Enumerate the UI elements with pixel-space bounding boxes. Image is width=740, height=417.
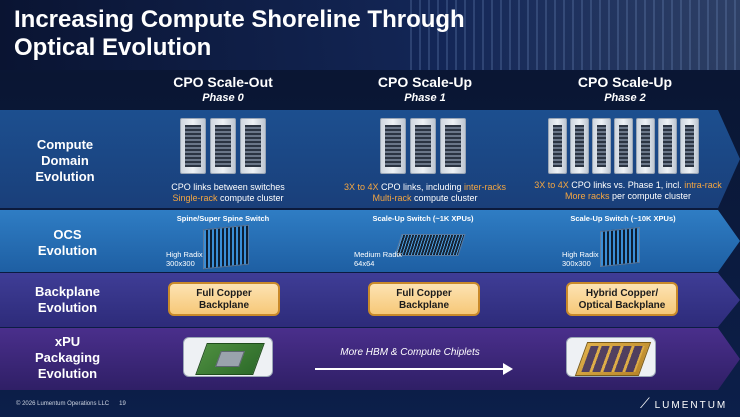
ocs-title-phase1: Scale-Up Switch (~1K XPUs) <box>372 214 474 223</box>
backplane-label: Hybrid Copper/ Optical Backplane <box>578 288 666 311</box>
desc-text: compute cluster <box>411 193 478 203</box>
desc-text: CPO links, including <box>378 182 465 192</box>
rack-icon <box>570 118 589 174</box>
desc-highlight: More racks <box>564 191 610 201</box>
backplane-box-phase1: Full Copper Backplane <box>368 282 480 316</box>
rack-icon <box>592 118 611 174</box>
header-background <box>0 0 740 70</box>
desc-text: CPO links vs. Phase 1, incl. <box>568 180 685 190</box>
rack-icon <box>240 118 266 174</box>
rack-group-phase1 <box>380 118 466 174</box>
column-title: CPO Scale-Up <box>577 74 673 90</box>
row-label-text: xPU Packaging Evolution <box>34 334 101 381</box>
logo-text: LUMENTUM <box>654 400 728 411</box>
desc-highlight: inter-racks <box>464 182 507 192</box>
row-label-backplane: Backplane Evolution <box>0 284 135 316</box>
desc-highlight: 3X to 4X <box>534 180 569 190</box>
rack-icon <box>614 118 633 174</box>
radix-size: 300x300 <box>562 259 591 268</box>
column-title: CPO Scale-Up <box>377 74 473 90</box>
ocs-title-phase2: Scale-Up Switch (~10K XPUs) <box>570 214 676 223</box>
desc-highlight: Multi-rack <box>372 193 412 203</box>
rack-icon <box>180 118 206 174</box>
chiplet-package-icon <box>574 342 652 376</box>
rack-icon <box>548 118 567 174</box>
optical-switch-icon <box>600 226 640 268</box>
backplane-label: Full Copper Backplane <box>396 288 452 311</box>
ocs-radix-phase2: High Radix 300x300 <box>562 250 599 268</box>
row-label-ocs: OCS Evolution <box>0 227 135 259</box>
column-phase: Phase 1 <box>404 92 446 104</box>
column-phase: Phase 2 <box>604 92 646 104</box>
radix-size: 300x300 <box>166 259 195 268</box>
company-logo: ⟋ LUMENTUM <box>640 395 727 412</box>
row-label-packaging: xPU Packaging Evolution <box>0 334 135 382</box>
desc-highlight: intra-rack <box>684 180 722 190</box>
footer: © 2026 Lumentum Operations LLC 19 <box>16 401 126 407</box>
row-label-text: Backplane Evolution <box>34 284 101 315</box>
column-phase: Phase 0 <box>202 92 244 104</box>
radix-label: Medium Radix <box>354 250 402 259</box>
progress-arrow-line <box>315 368 505 370</box>
backplane-label: Full Copper Backplane <box>196 288 252 311</box>
arrow-right-icon <box>503 363 513 375</box>
rack-icon <box>680 118 699 174</box>
compute-desc-phase1: 3X to 4X CPO links, including inter-rack… <box>340 182 510 204</box>
column-heading-phase0: CPO Scale-Out Phase 0 <box>153 74 293 104</box>
chip-package-phase0 <box>183 337 273 377</box>
rack-icon <box>658 118 677 174</box>
ocs-radix-phase1: Medium Radix 64x64 <box>354 250 402 268</box>
radix-label: High Radix <box>562 250 599 259</box>
rack-icon <box>380 118 406 174</box>
compute-desc-phase2: 3X to 4X CPO links vs. Phase 1, incl. in… <box>528 180 728 202</box>
ocs-radix-phase0: High Radix 300x300 <box>166 250 203 268</box>
compute-desc-phase0: CPO links between switches Single-rack c… <box>158 182 298 204</box>
chip-package-phase2 <box>566 337 656 377</box>
rack-icon <box>636 118 655 174</box>
row-label-text: Compute Domain Evolution <box>35 137 95 184</box>
column-heading-phase1: CPO Scale-Up Phase 1 <box>355 74 495 104</box>
optical-switch-icon <box>394 234 466 256</box>
backplane-box-phase2: Hybrid Copper/ Optical Backplane <box>566 282 678 316</box>
desc-text: CPO links between switches <box>171 182 285 192</box>
row-label-text: OCS Evolution <box>37 227 98 258</box>
radix-label: High Radix <box>166 250 203 259</box>
chip-package-icon <box>195 343 265 375</box>
optical-switch-icon <box>203 224 249 270</box>
rack-icon <box>410 118 436 174</box>
slide-title: Increasing Compute Shoreline Through Opt… <box>14 6 465 61</box>
copyright-text: © 2026 Lumentum Operations LLC <box>16 401 110 407</box>
column-title: CPO Scale-Out <box>173 74 273 90</box>
rack-icon <box>440 118 466 174</box>
column-heading-phase2: CPO Scale-Up Phase 2 <box>555 74 695 104</box>
logo-mark-icon: ⟋ <box>640 395 650 411</box>
page-number: 19 <box>119 401 126 407</box>
radix-size: 64x64 <box>354 259 375 268</box>
desc-text: per compute cluster <box>609 191 692 201</box>
desc-text: compute cluster <box>217 193 284 203</box>
backplane-box-phase0: Full Copper Backplane <box>168 282 280 316</box>
desc-highlight: Single-rack <box>172 193 218 203</box>
rack-group-phase2 <box>548 118 699 174</box>
packaging-arrow-text: More HBM & Compute Chiplets <box>340 347 480 358</box>
desc-highlight: 3X to 4X <box>343 182 379 192</box>
row-label-compute: Compute Domain Evolution <box>0 137 130 185</box>
rack-icon <box>210 118 236 174</box>
rack-group-phase0 <box>180 118 266 174</box>
ocs-title-phase0: Spine/Super Spine Switch <box>176 214 270 223</box>
